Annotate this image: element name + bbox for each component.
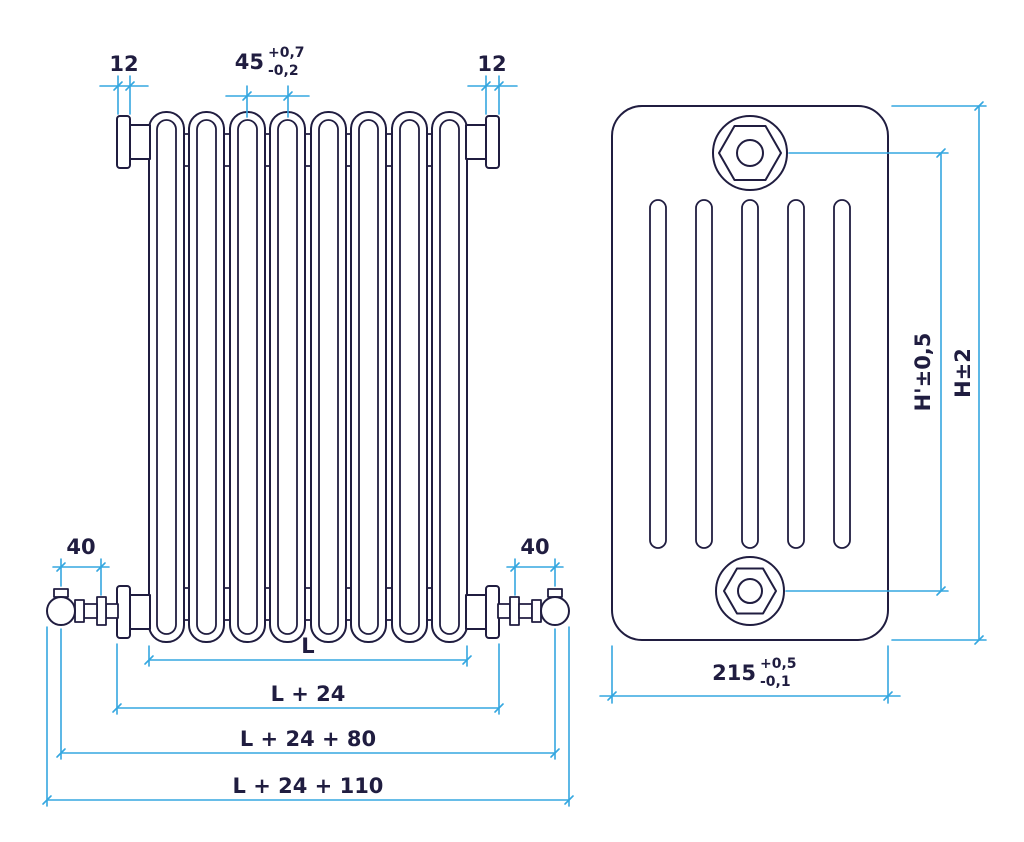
side-slot	[787, 199, 805, 549]
dim-height-inner-value: H'±0,5	[911, 333, 935, 412]
dim-valve-right: 40	[506, 535, 564, 596]
bushing-bottom-right	[465, 585, 500, 639]
bushing-top-right	[465, 115, 500, 169]
front-tube	[277, 119, 298, 635]
hex-fitting-bottom	[715, 556, 785, 626]
dim-depth-value: 215	[712, 661, 756, 685]
valve-ball-right	[540, 596, 570, 626]
side-slot	[833, 199, 851, 549]
dim-pitch: 45 +0,7 -0,2	[225, 45, 310, 118]
dim-valve-right-value: 40	[520, 535, 549, 559]
side-slot	[695, 199, 713, 549]
dim-length-total-value: L + 24 + 110	[233, 774, 384, 798]
dim-flange-right-value: 12	[477, 52, 506, 76]
valve-ball-left	[46, 596, 76, 626]
front-tube	[318, 119, 339, 635]
side-slot	[649, 199, 667, 549]
dim-length-valves-value: L + 24 + 80	[240, 727, 376, 751]
dim-pitch-tol-minus: -0,2	[268, 63, 299, 79]
dim-pitch-value: 45	[235, 50, 264, 74]
front-tubes	[156, 119, 460, 635]
dim-depth-tol-minus: -0,1	[760, 674, 791, 690]
front-tube	[439, 119, 460, 635]
dim-height-outer: H±2	[891, 101, 987, 645]
front-view: 12 45 +0,7 -0,2 12	[42, 45, 574, 807]
dim-height-outer-value: H±2	[951, 348, 975, 398]
side-slot	[741, 199, 759, 549]
dim-length-flanges-value: L + 24	[271, 682, 346, 706]
hex-fitting-top	[712, 115, 788, 191]
valve-right	[497, 588, 570, 626]
dim-valve-left: 40	[52, 535, 110, 596]
dim-length-flanges: L + 24	[112, 643, 504, 715]
dim-length-total: L + 24 + 110	[42, 626, 574, 807]
dim-depth-tol-plus: +0,5	[760, 656, 797, 672]
dim-flange-left-value: 12	[109, 52, 138, 76]
front-tube	[156, 119, 177, 635]
dim-pitch-tol-plus: +0,7	[268, 45, 305, 61]
front-tube	[399, 119, 420, 635]
dim-flange-right: 12	[467, 52, 518, 115]
valve-left	[46, 588, 119, 626]
dim-length: L	[144, 634, 472, 667]
dim-length-valves: L + 24 + 80	[56, 628, 560, 760]
bushing-bottom-left	[116, 585, 151, 639]
dim-length-value: L	[301, 634, 314, 658]
dim-flange-left: 12	[99, 52, 149, 115]
dim-depth: 215 +0,5 -0,1	[599, 645, 901, 704]
dim-height-inner: H'±0,5	[785, 148, 949, 596]
dim-valve-left-value: 40	[66, 535, 95, 559]
bushing-top-left	[116, 115, 151, 169]
front-tube	[196, 119, 217, 635]
front-tube	[237, 119, 258, 635]
front-tube	[358, 119, 379, 635]
side-view: H'±0,5 H±2 215 +0,5 -0,1	[599, 101, 987, 704]
side-slots	[649, 199, 851, 549]
